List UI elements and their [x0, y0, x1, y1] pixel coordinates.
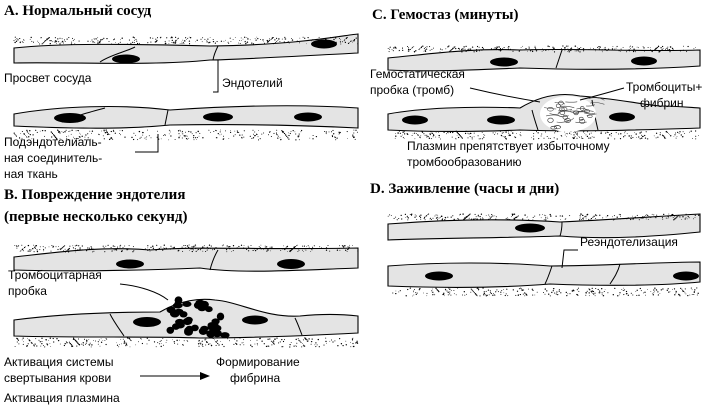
label-hemostatic-plug: Гемостатическая пробка (тромб) — [370, 67, 468, 97]
panel-b: В. Повреждение эндотелия (первые несколь… — [4, 187, 358, 405]
leader-platelet-plug — [120, 284, 168, 300]
panel-d: D. Заживление (часы и дни) Реэндотелизац… — [370, 181, 700, 296]
label-lumen: Просвет сосуда — [4, 71, 92, 85]
leader-hemostatic-plug — [470, 88, 540, 102]
panel-c-title: С. Гемостаз (минуты) — [372, 7, 518, 23]
leader-endothelium — [213, 60, 218, 92]
stipple-bottom-d — [392, 287, 699, 296]
panel-d-title: D. Заживление (часы и дни) — [370, 181, 559, 197]
label-endothelium: Эндотелий — [222, 76, 283, 90]
upper-endothelium-a — [13, 34, 358, 64]
label-plasmin-note: Плазмин препятствует избыточному тромбоо… — [407, 139, 613, 169]
label-plasmin-activation: Активация плазмина — [4, 391, 120, 405]
lower-endothelium-d — [388, 262, 700, 296]
arrow-coag-to-fibrin — [140, 372, 210, 380]
panel-a-title: А. Нормальный сосуд — [4, 3, 152, 19]
panel-b-title: В. Повреждение эндотелия (первые несколь… — [4, 187, 189, 225]
panel-a: А. Нормальный сосуд Просвет сосуда Эндот… — [4, 3, 358, 181]
label-reendothelialization: Реэндотелизация — [580, 235, 678, 249]
label-subendothelium: Подэндотелиаль- ная соединитель- ная тка… — [4, 135, 106, 181]
label-coag-activation: Активация системы свертывания крови — [4, 355, 117, 385]
panel-c: С. Гемостаз (минуты) Гемостатическая про… — [370, 7, 706, 169]
label-fibrin-formation: Формирование фибрина — [216, 355, 303, 385]
stipple-bottom-b — [15, 337, 359, 347]
label-platelet-plug: Тромбоцитарная пробка — [8, 268, 105, 298]
